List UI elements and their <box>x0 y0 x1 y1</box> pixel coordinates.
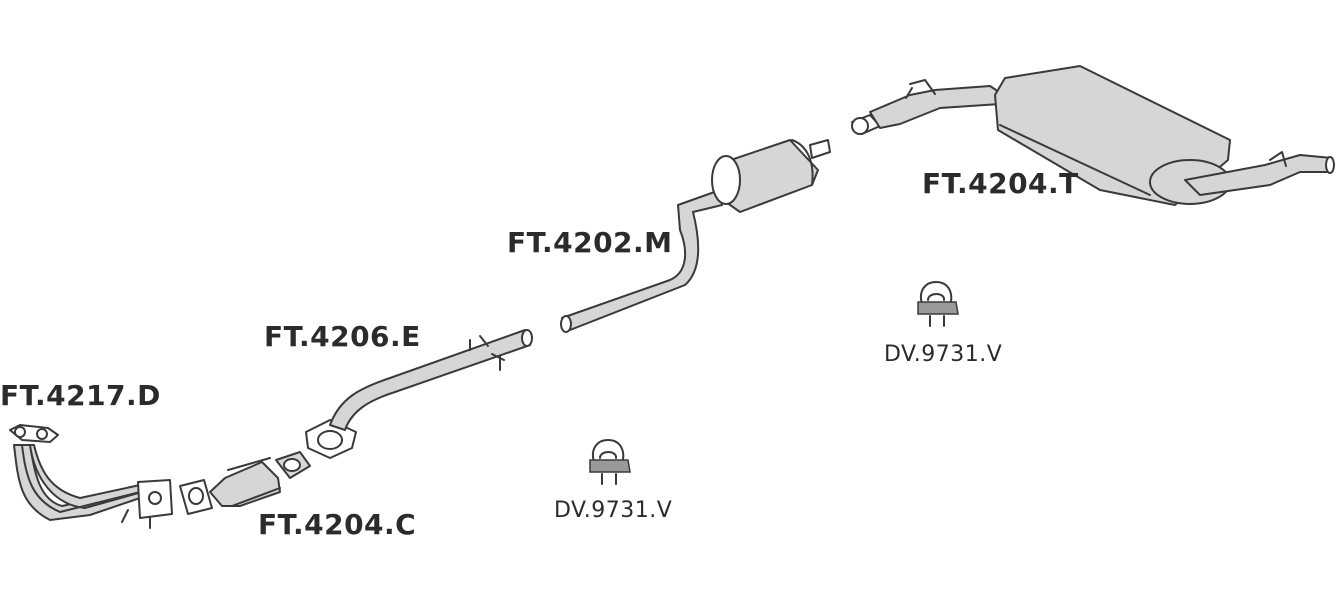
center-silencer-drawing <box>560 139 831 333</box>
clamp-lower-drawing <box>589 439 631 485</box>
part-label-front-pipe: FT.4217.D <box>0 379 161 412</box>
part-label-clamp-lower: DV.9731.V <box>554 498 673 523</box>
part-label-catalyst: FT.4204.C <box>258 508 417 541</box>
catalyst-drawing <box>179 451 311 515</box>
part-label-center-silencer: FT.4202.M <box>507 226 673 259</box>
part-label-clamp-upper: DV.9731.V <box>884 342 1003 367</box>
front-pipe-drawing <box>9 424 173 529</box>
intermediate-pipe-drawing <box>305 329 533 459</box>
part-label-rear-silencer: FT.4204.T <box>922 167 1079 200</box>
rear-silencer-drawing <box>851 65 1335 206</box>
part-label-intermediate-pipe: FT.4206.E <box>264 320 421 353</box>
clamp-upper-drawing <box>917 281 959 327</box>
